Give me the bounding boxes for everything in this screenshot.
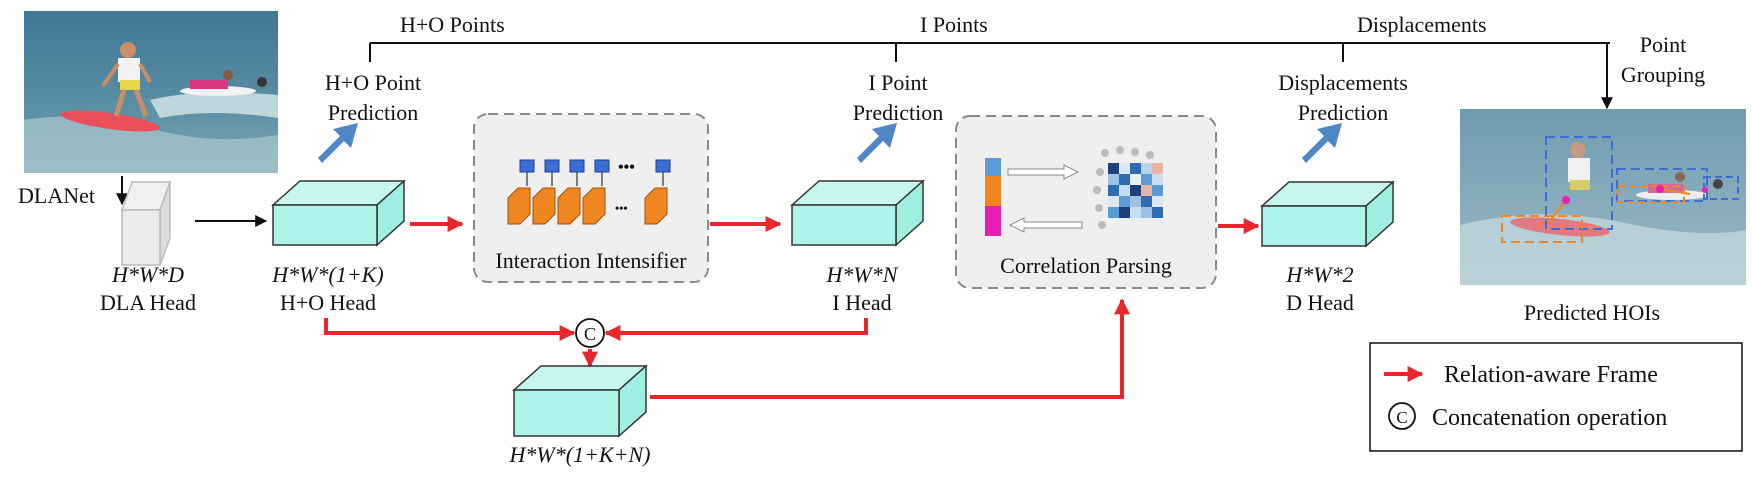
d-head-dim: H*W*2: [1285, 262, 1353, 287]
intensifier-ellipsis-bottom: •••: [615, 201, 628, 215]
legend-frame-label: Relation-aware Frame: [1444, 362, 1658, 388]
red-arrow-concat-to-correlation: [650, 298, 1130, 399]
d-prediction-arrow: [1302, 123, 1342, 163]
ho-head-cube: [271, 179, 406, 247]
correlation-label: Correlation Parsing: [1000, 253, 1172, 278]
concat-head-cube: [512, 364, 648, 438]
i-prediction-arrow: [857, 123, 897, 163]
legend-concat-symbol-circle: [1388, 402, 1416, 430]
i-head-dim: H*W*N: [826, 262, 899, 287]
ho-prediction-label-line1: H+O Point: [325, 70, 421, 95]
d-head-cube: [1260, 180, 1395, 248]
ho-prediction-arrow: [318, 123, 358, 163]
correlation-matrix: [1093, 146, 1163, 229]
concat-operator: [575, 318, 605, 348]
concat-red-lines: [324, 318, 868, 368]
correlation-parsing-box: [955, 115, 1217, 289]
intensifier-orange-slabs: [507, 187, 668, 225]
dla-head-dim: H*W*D: [111, 262, 184, 287]
intensifier-ellipsis-top: •••: [618, 159, 635, 176]
dla-head-cube: [120, 181, 172, 266]
concat-symbol: C: [584, 324, 596, 344]
input-photo: [24, 11, 278, 173]
i-prediction-label-line2: Prediction: [853, 100, 943, 125]
legend-concat-symbol: C: [1396, 408, 1407, 427]
correlation-hollow-arrows: [1007, 164, 1083, 233]
i-points-label: I Points: [920, 12, 988, 37]
intensifier-label: Interaction Intensifier: [495, 248, 687, 273]
top-bracket: [369, 42, 1613, 110]
output-photo: [1460, 109, 1746, 285]
point-grouping-label-line1: Point: [1640, 32, 1686, 57]
dlanet-label: DLANet: [18, 183, 95, 208]
ho-points-label: H+O Points: [400, 12, 505, 37]
d-prediction-label-line2: Prediction: [1298, 100, 1388, 125]
output-label: Predicted HOIs: [1524, 300, 1660, 325]
legend-box: [1369, 342, 1743, 452]
i-prediction-label-line1: I Point: [868, 70, 927, 95]
d-head-name: D Head: [1286, 290, 1354, 315]
d-prediction-label-line1: Displacements: [1278, 70, 1408, 95]
dla-head-name: DLA Head: [100, 290, 196, 315]
ho-head-name: H+O Head: [280, 290, 376, 315]
legend-concat-label: Concatenation operation: [1432, 405, 1667, 431]
point-grouping-label-line2: Grouping: [1621, 62, 1705, 87]
ho-prediction-label-line2: Prediction: [328, 100, 418, 125]
concat-head-dim: H*W*(1+K+N): [509, 442, 651, 467]
intensifier-node-row: [519, 159, 671, 186]
displacements-label: Displacements: [1357, 12, 1487, 37]
i-head-name: I Head: [832, 290, 891, 315]
correlation-color-bar: [985, 158, 1001, 236]
i-head-cube: [790, 179, 925, 247]
ho-head-dim: H*W*(1+K): [271, 262, 383, 287]
